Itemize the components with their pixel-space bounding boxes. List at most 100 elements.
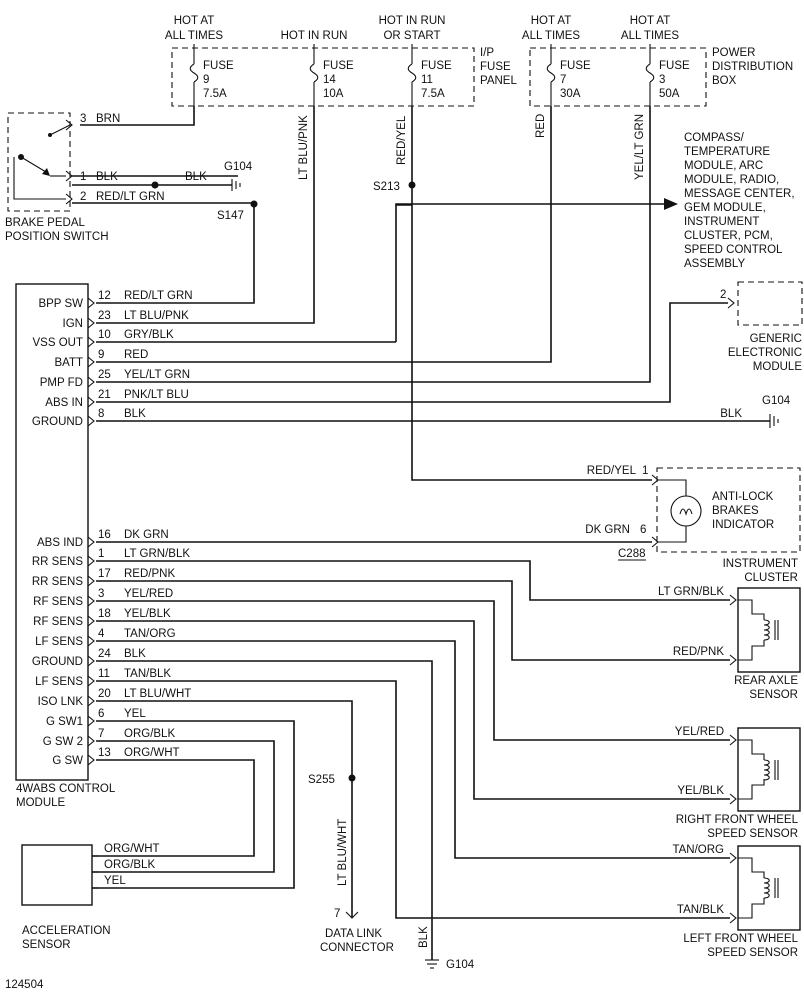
fuse7-heading-2: ALL TIMES — [522, 30, 580, 42]
dlc-name-2: CONNECTOR — [320, 942, 394, 954]
fuse3-rating: 50A — [659, 88, 680, 100]
module-pin-color-4: TAN/ORG — [124, 628, 176, 640]
module-pin-color-20: LT BLU/WHT — [124, 688, 191, 700]
splice-s255-dot — [348, 774, 356, 782]
module-pin-number-12: 12 — [98, 290, 111, 302]
sensor-terminal-top-2 — [729, 852, 737, 864]
module-pin-label-25: PMP FD — [40, 377, 83, 389]
module-pin-color-12: RED/LT GRN — [124, 290, 193, 302]
module-pin-number-7: 7 — [98, 728, 104, 740]
sensor-name-line2-0: SENSOR — [749, 689, 798, 701]
module-pin-label-8: GROUND — [32, 416, 83, 428]
fuse9-rating: 7.5A — [203, 88, 227, 100]
module-pin-number-9: 9 — [98, 349, 104, 361]
module-pin-terminal-21 — [87, 396, 95, 408]
ip-fuse-panel-label-2: FUSE — [480, 61, 511, 73]
module-pin-color-16: DK GRN — [124, 529, 169, 541]
splice-s213-dot — [408, 181, 416, 189]
sensor-wire-bottom-1: YEL/BLK — [677, 785, 724, 797]
module-pin-terminal-12 — [87, 297, 95, 309]
module-pin-color-1: LT GRN/BLK — [124, 548, 190, 560]
cluster-connector: C288 — [618, 548, 646, 560]
module-pin-number-1: 1 — [98, 548, 104, 560]
module-pin-terminal-9 — [87, 356, 95, 368]
module-pin-label-24: GROUND — [32, 656, 83, 668]
fuse3-number: 3 — [659, 74, 665, 86]
abs-module-name-1: 4WABS CONTROL — [16, 783, 116, 795]
module-pin-number-20: 20 — [98, 688, 111, 700]
module-pin-label-9: BATT — [54, 357, 83, 369]
brake-pin3-color: BRN — [96, 113, 120, 125]
gem-name-3: MODULE — [753, 361, 803, 373]
module-pin-label-3: RF SENS — [33, 596, 83, 608]
wire-label-fuse11: RED/YEL — [396, 115, 408, 165]
sensor-wire-top-2: TAN/ORG — [672, 844, 724, 856]
fuse7-label: FUSE — [560, 60, 591, 72]
module-pin-number-6: 6 — [98, 708, 104, 720]
sensor-coil-icon-2 — [763, 877, 770, 899]
module-pin-label-21: ABS IN — [45, 397, 83, 409]
module-pin-label-4: LF SENS — [35, 636, 83, 648]
cluster-pin6: 6 — [640, 524, 646, 536]
brake-switch-name-1: BRAKE PEDAL — [5, 217, 85, 229]
module-pin-number-17: 17 — [98, 568, 111, 580]
accel-name-1: ACCELERATION — [22, 925, 111, 937]
compass-line-9: SPEED CONTROL — [684, 244, 783, 256]
module-pin-terminal-1 — [87, 555, 95, 567]
module-pin-label-7: G SW 2 — [43, 736, 83, 748]
cluster-pin6-label: DK GRN — [585, 524, 630, 536]
brake-pin3-number: 3 — [80, 113, 86, 125]
splice-s213-label: S213 — [373, 181, 400, 193]
feed-wires — [80, 106, 664, 481]
splice-s147-label: S147 — [217, 210, 244, 222]
sensor-coil-icon-1 — [763, 759, 770, 781]
fuse7-number: 7 — [560, 74, 566, 86]
module-pin-terminal-20 — [87, 695, 95, 707]
fuse14-number: 14 — [323, 74, 336, 86]
module-pin-number-23: 23 — [98, 310, 111, 322]
diagram-id: 124504 — [5, 979, 44, 991]
compass-line-7: INSTRUMENT — [684, 216, 759, 228]
fuse11-number: 11 — [421, 74, 433, 86]
sensor-terminal-bottom-0 — [729, 654, 737, 666]
brake-pin2-number: 2 — [80, 191, 86, 203]
module-pin-terminal-13 — [87, 754, 95, 766]
module-pin-terminal-17 — [87, 575, 95, 587]
compass-line-8: CLUSTER, PCM, — [684, 230, 773, 242]
module-pin-terminal-8 — [87, 415, 95, 427]
indicator-name-3: INDICATOR — [712, 519, 774, 531]
fuse7-rating: 30A — [560, 88, 581, 100]
module-pin-number-18: 18 — [98, 608, 111, 620]
compass-line-5: MESSAGE CENTER, — [684, 188, 795, 200]
fuse9-label: FUSE — [203, 60, 234, 72]
accel-wire-2: ORG/BLK — [104, 859, 155, 871]
fuse-3: FUSE 3 50A — [645, 60, 690, 106]
compass-module-text: COMPASS/ TEMPERATURE MODULE, ARC MODULE,… — [684, 132, 795, 270]
fuse11-heading-1: HOT IN RUN — [379, 15, 446, 27]
module-pin-label-6: G SW1 — [46, 716, 83, 728]
accel-name-2: SENSOR — [22, 939, 71, 951]
cluster-box — [656, 467, 801, 553]
ground-g104-bottom-label: G104 — [446, 959, 475, 971]
abs-indicator-bulb — [670, 495, 702, 527]
sensor-coil-lead-top-2 — [738, 857, 765, 878]
module-pin-label-13: G SW — [52, 755, 83, 767]
module-pin-color-21: PNK/LT BLU — [124, 389, 189, 401]
ground-g104-top-label: G104 — [224, 161, 253, 173]
sensor-name-line2-2: SPEED SENSOR — [707, 947, 798, 959]
accel-wire-3: YEL — [104, 875, 126, 887]
accel-sensor-box — [21, 844, 93, 906]
ip-fuse-panel-box — [171, 47, 475, 107]
fuse-9: FUSE 9 7.5A — [189, 60, 234, 106]
sensor-coil-lead-top-1 — [738, 739, 765, 760]
fuse-headings: HOT AT ALL TIMES HOT IN RUN HOT IN RUN O… — [165, 15, 679, 42]
module-pin-terminal-25 — [87, 376, 95, 388]
module-pin-terminal-7 — [87, 735, 95, 747]
module-pin-number-11: 11 — [98, 668, 110, 680]
module-pin-label-11: LF SENS — [35, 676, 83, 688]
gem-name-1: GENERIC — [750, 333, 802, 345]
module-pin-color-3: YEL/RED — [124, 588, 173, 600]
module-pin-color-13: ORG/WHT — [124, 747, 180, 759]
